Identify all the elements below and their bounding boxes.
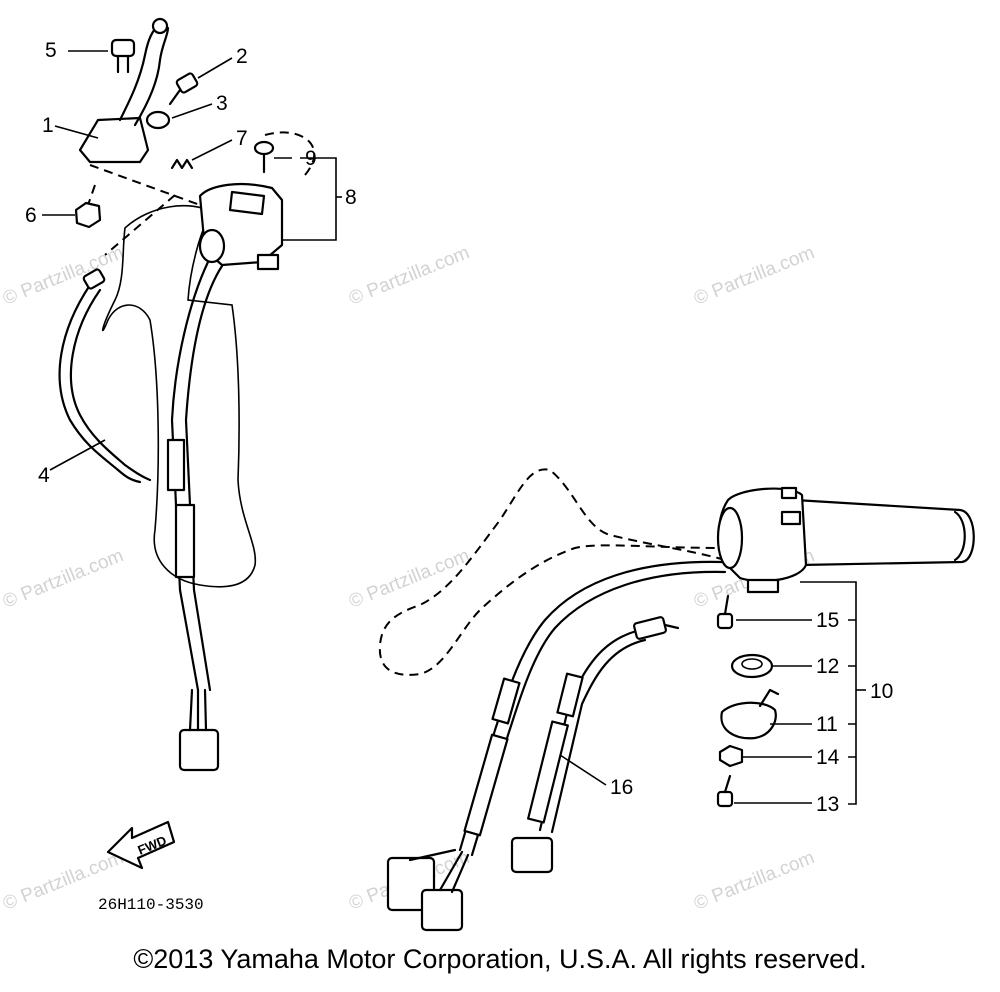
connector-wires — [408, 848, 470, 894]
watermark: © Partzilla.com — [691, 847, 818, 914]
cable-sleeve — [174, 503, 196, 579]
callout-12: 12 — [816, 655, 839, 678]
callout-13: 13 — [816, 793, 839, 816]
right-grip-end — [953, 510, 966, 562]
throttle-lever — [720, 701, 777, 740]
callout-2: 2 — [236, 45, 248, 68]
switch-tab — [256, 253, 280, 271]
housing-tab — [746, 578, 780, 594]
throttle-lever-arm — [758, 688, 780, 708]
forward-arrow — [106, 820, 176, 870]
left-handlebar-outline — [101, 205, 257, 588]
callout-14: 14 — [816, 746, 840, 769]
callout-5: 5 — [45, 39, 57, 62]
alignment-dashed-line — [89, 164, 201, 206]
lever-holder — [78, 116, 150, 164]
alignment-dashed-line — [104, 194, 176, 256]
switch-window — [228, 190, 266, 216]
collar-inner — [741, 658, 763, 670]
callout-1: 1 — [42, 114, 54, 137]
cable-sleeve — [491, 677, 521, 725]
right-handlebar-outline — [378, 468, 726, 676]
cable-sleeve — [166, 438, 186, 492]
screw — [716, 612, 734, 630]
callout-4: 4 — [38, 464, 50, 487]
cable-sleeve — [527, 720, 569, 824]
callout-9: 9 — [305, 147, 317, 170]
lead-connector — [633, 616, 667, 640]
lever — [133, 26, 170, 127]
lever — [118, 22, 162, 122]
watermarks: © Partzilla.com © Partzilla.com © Partzi… — [0, 242, 818, 914]
watermark: © Partzilla.com — [346, 545, 473, 612]
callout-8: 8 — [345, 186, 357, 209]
switch-button — [198, 228, 226, 264]
callout-7: 7 — [236, 127, 248, 150]
connector-wires — [188, 688, 208, 732]
housing-tab — [780, 486, 798, 500]
watermark: © Partzilla.com — [0, 545, 127, 612]
right-grip — [793, 498, 975, 567]
bolt-shaft — [168, 88, 182, 106]
cable-connector — [82, 268, 106, 290]
copyright-notice: ©2013 Yamaha Motor Corporation, U.S.A. A… — [133, 944, 867, 974]
cable-connector — [510, 836, 554, 874]
nut — [74, 201, 102, 229]
wire-harness — [69, 288, 152, 482]
bolt — [175, 72, 199, 94]
part-diagram-code: 26H110-3530 — [98, 896, 204, 914]
watermark: © Partzilla.com — [0, 242, 127, 309]
screw-shaft — [723, 774, 732, 794]
watermark: © Partzilla.com — [346, 242, 473, 309]
washer — [145, 110, 171, 130]
watermark: © Partzilla.com — [691, 242, 818, 309]
cable-sleeve — [463, 733, 509, 837]
screw — [110, 38, 136, 58]
nut — [718, 744, 744, 768]
housing-tab — [780, 510, 802, 526]
lever-tip — [151, 17, 169, 35]
cable-sleeve — [556, 672, 584, 718]
alignment-dashed-line — [87, 184, 96, 206]
screw-shaft — [723, 594, 730, 616]
callout-11: 11 — [816, 713, 838, 736]
screw-shaft — [116, 54, 130, 74]
screw — [716, 790, 734, 808]
spring — [170, 158, 194, 170]
cable-connector — [178, 728, 220, 772]
callout-10: 10 — [870, 680, 893, 703]
leader-lines — [42, 50, 866, 805]
switch-lead — [550, 638, 647, 834]
callout-15: 15 — [816, 609, 839, 632]
throttle-housing-face — [716, 506, 744, 570]
callout-16: 16 — [610, 776, 633, 799]
lead-tip — [663, 623, 680, 630]
cable-connector — [420, 888, 464, 932]
wire-harness — [58, 283, 142, 484]
switch-cable — [170, 260, 210, 692]
throttle-cable — [470, 570, 727, 857]
switch-cable — [184, 264, 224, 692]
callout-6: 6 — [25, 204, 37, 227]
callout-3: 3 — [216, 92, 228, 115]
housing-screw — [253, 140, 275, 156]
